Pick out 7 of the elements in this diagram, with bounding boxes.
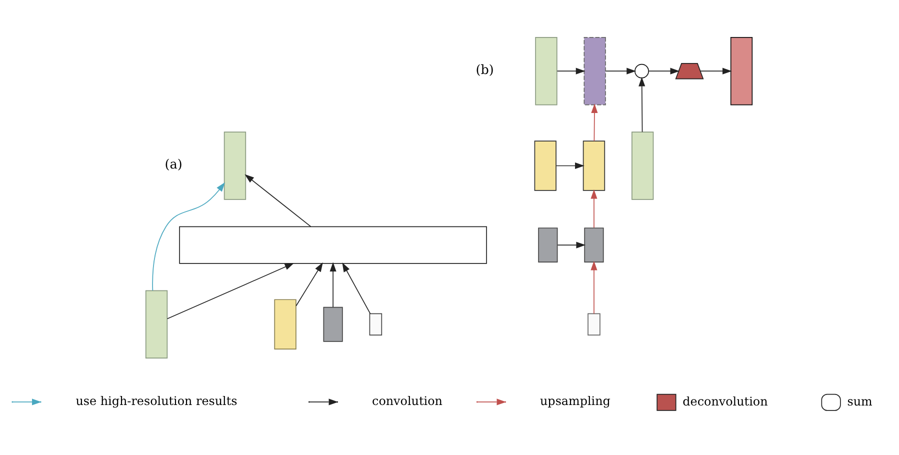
legend-label: deconvolution (682, 394, 768, 408)
label: (b) (476, 62, 494, 78)
legend-label: upsampling (540, 394, 610, 408)
legend-label: sum (847, 394, 872, 408)
label: (a) (164, 157, 182, 172)
legend-label: use high-resolution results (76, 394, 238, 408)
legend-label: convolution (372, 394, 442, 408)
